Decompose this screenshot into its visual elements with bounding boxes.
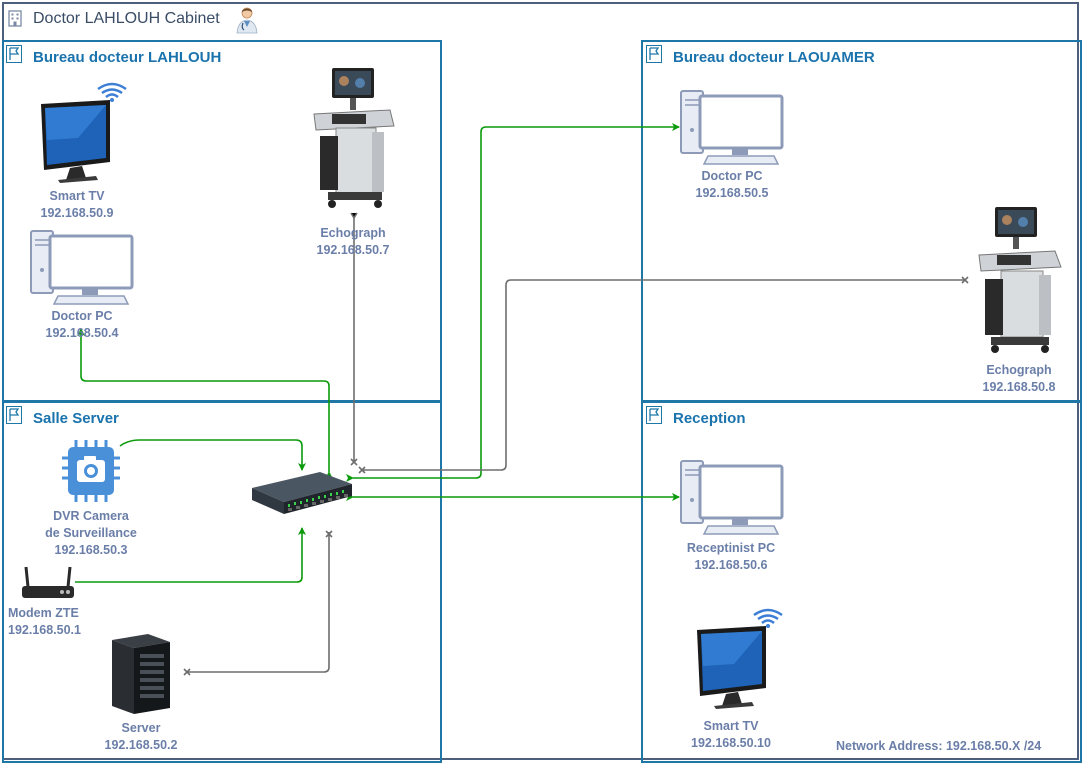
doctor-avatar-icon (236, 7, 258, 34)
modem-label: Modem ZTE 192.168.50.1 (2, 605, 100, 639)
link-echograph-2 (362, 279, 966, 471)
device-ip: 192.168.50.9 (40, 206, 114, 220)
server-tower-icon (112, 634, 170, 714)
cabinet-title: Doctor LAHLOUH Cabinet (33, 10, 220, 27)
smart-tv-1-label: Smart TV 192.168.50.9 (22, 188, 132, 222)
flag-icon (646, 45, 662, 63)
doctor-pc-2-label: Doctor PC 192.168.50.5 (678, 168, 786, 202)
device-name: Smart TV (49, 189, 105, 203)
building-icon (8, 10, 22, 27)
desktop-pc-icon[interactable] (680, 90, 784, 166)
smart-tv-2-label: Smart TV 192.168.50.10 (676, 718, 786, 752)
flag-icon (6, 406, 22, 424)
link-doctor-pc-2 (346, 123, 680, 482)
link-modem (75, 527, 306, 583)
doctor-pc-1-label: Doctor PC 192.168.50.4 (28, 308, 136, 342)
room-title-reception: Reception (673, 410, 746, 427)
smart-tv-icon (41, 82, 127, 183)
echograph-icon (978, 207, 1062, 353)
device-name: Echograph (320, 226, 386, 240)
cabinet-title-bar: Doctor LAHLOUH Cabinet (2, 2, 1079, 34)
link-dvr (119, 439, 306, 471)
smart-tv-icon (697, 608, 783, 709)
device-ip: 192.168.50.6 (694, 558, 768, 572)
link-server (187, 532, 330, 673)
device-name: Modem ZTE (8, 606, 79, 620)
device-name: Smart TV (703, 719, 759, 733)
camera-chip-icon (62, 440, 120, 502)
device-name-line2: de Surveillance (45, 526, 137, 540)
modem-router-icon (22, 566, 74, 598)
receptionist-pc-label: Receptinist PC 192.168.50.6 (666, 540, 796, 574)
desktop-pc-icon[interactable] (30, 230, 134, 306)
flag-icon (6, 45, 22, 63)
device-name: Doctor PC (701, 169, 763, 183)
room-title-lahlouh: Bureau docteur LAHLOUH (33, 49, 222, 66)
device-name: Server (121, 721, 161, 735)
device-ip: 192.168.50.5 (695, 186, 769, 200)
device-ip: 192.168.50.10 (691, 736, 771, 750)
device-ip: 192.168.50.3 (54, 543, 128, 557)
device-name: Receptinist PC (686, 541, 776, 555)
device-ip: 192.168.50.2 (104, 738, 178, 752)
echograph-icon (313, 68, 395, 208)
desktop-pc-icon[interactable] (680, 460, 784, 536)
room-reception (641, 401, 1082, 763)
echograph-2-label: Echograph 192.168.50.8 (964, 362, 1074, 396)
network-address-note: Network Address: 192.168.50.X /24 (836, 739, 1042, 753)
device-ip: 192.168.50.8 (982, 380, 1056, 394)
device-ip: 192.168.50.4 (45, 326, 119, 340)
device-ip: 192.168.50.1 (8, 623, 81, 637)
room-title-laouamer: Bureau docteur LAOUAMER (673, 49, 875, 66)
server-label: Server 192.168.50.2 (86, 720, 196, 754)
dvr-camera-label: DVR Camera de Surveillance 192.168.50.3 (26, 508, 156, 559)
device-ip: 192.168.50.7 (316, 243, 390, 257)
device-name: Echograph (986, 363, 1052, 377)
echograph-1-label: Echograph 192.168.50.7 (298, 225, 408, 259)
link-doctor-pc-1 (77, 328, 333, 479)
network-switch-icon[interactable] (250, 470, 354, 526)
device-name: Doctor PC (51, 309, 113, 323)
device-name: DVR Camera (53, 509, 129, 523)
